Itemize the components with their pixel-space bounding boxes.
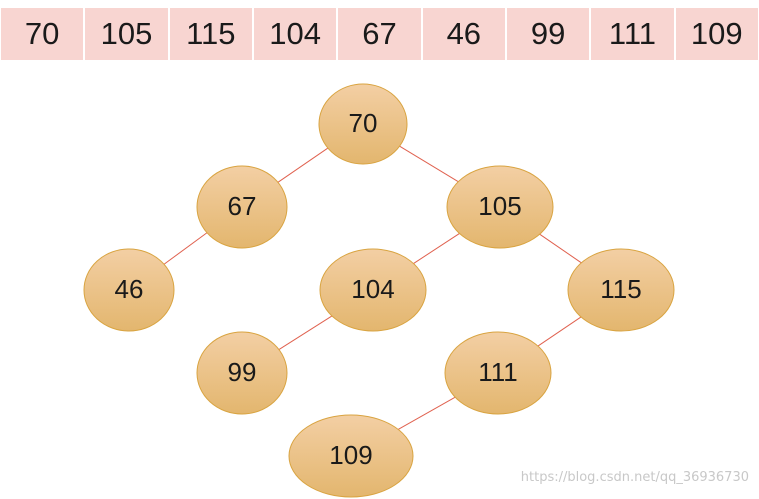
- watermark: https://blog.csdn.net/qq_36936730: [520, 470, 749, 485]
- tree-nodes: 70 67 105 46 104 115 99 111 109: [83, 83, 675, 498]
- tree-node: 115: [567, 248, 675, 332]
- tree-edge: [413, 233, 460, 264]
- tree-node: 99: [196, 331, 288, 415]
- tree-edge: [537, 316, 582, 347]
- tree-node-label: 109: [329, 440, 372, 470]
- array-cell: 46: [422, 8, 507, 60]
- tree-edge: [539, 233, 582, 264]
- array-cell: 104: [253, 8, 339, 60]
- array-cell: 105: [85, 8, 170, 60]
- tree-node-ellipse: [444, 331, 552, 415]
- array-cell: 111: [591, 8, 676, 60]
- array-cell: 109: [675, 8, 758, 60]
- tree-node: 67: [196, 165, 288, 249]
- tree-node-label: 99: [228, 357, 257, 387]
- tree-edge: [399, 145, 459, 183]
- tree-node-label: 115: [600, 274, 641, 304]
- tree-node-ellipse: [288, 414, 414, 498]
- tree-node: 104: [319, 248, 427, 332]
- array-cell: 115: [169, 8, 254, 60]
- tree-node-ellipse: [319, 248, 427, 332]
- tree-node-label: 111: [478, 357, 518, 387]
- tree-node-ellipse: [196, 331, 288, 415]
- tree-node-ellipse: [83, 248, 175, 332]
- tree-node-label: 105: [478, 191, 521, 221]
- tree-edge: [278, 315, 333, 351]
- tree-node-ellipse: [567, 248, 675, 332]
- tree-node: 70: [318, 83, 408, 165]
- tree-edges: [163, 145, 582, 430]
- tree-node-ellipse: [446, 165, 554, 249]
- tree-edge: [277, 147, 329, 183]
- tree-node-label: 67: [228, 191, 257, 221]
- tree-edge: [397, 396, 456, 430]
- tree-node-ellipse: [318, 83, 408, 165]
- array-cell: 70: [1, 8, 86, 60]
- array-cell: 67: [338, 8, 423, 60]
- tree-edge: [163, 232, 208, 265]
- tree-node: 46: [83, 248, 175, 332]
- tree-node: 109: [288, 414, 414, 498]
- tree-node-label: 104: [351, 274, 394, 304]
- tree-node: 111: [444, 331, 552, 415]
- tree-node: 105: [446, 165, 554, 249]
- tree-node-label: 70: [349, 108, 378, 138]
- array-cell: 99: [506, 8, 592, 60]
- tree-node-ellipse: [196, 165, 288, 249]
- tree-node-label: 46: [115, 274, 144, 304]
